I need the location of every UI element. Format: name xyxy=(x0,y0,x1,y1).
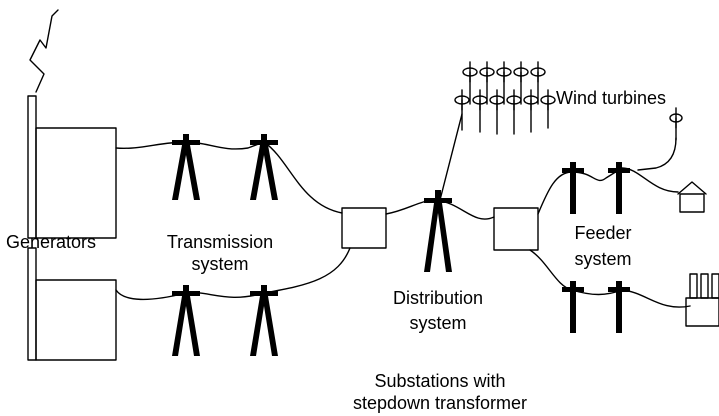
label-wind-turbines: Wind turbines xyxy=(556,88,667,108)
wind-farm xyxy=(454,61,556,135)
label-feeder-line2: system xyxy=(574,249,632,269)
smoke-plume xyxy=(29,9,59,93)
feeder-line-upper xyxy=(537,167,679,215)
pole-feeder-4 xyxy=(608,281,630,333)
substation-right xyxy=(493,207,539,251)
pylon-transmission-1 xyxy=(172,134,200,200)
label-substations-line1: Substations with xyxy=(374,371,506,391)
wind-turbine-single xyxy=(669,107,683,141)
pylon-transmission-4 xyxy=(250,285,278,356)
generator-plant-upper xyxy=(27,95,117,239)
label-transmission-line1: Transmission xyxy=(166,232,274,252)
label-generators: Generators xyxy=(6,232,97,252)
feeder-line-lower xyxy=(529,249,691,308)
pole-feeder-1 xyxy=(562,162,584,214)
label-transmission-system: Transmission system xyxy=(150,231,290,275)
label-distribution-line1: Distribution xyxy=(392,288,484,308)
pylon-distribution xyxy=(424,190,452,272)
wind-turbine-feed-line xyxy=(637,137,677,171)
transmission-line-upper xyxy=(115,141,343,214)
label-substations: Substations with stepdown transformer xyxy=(320,370,560,414)
pole-feeder-2 xyxy=(608,162,630,214)
label-feeder-system: Feeder system xyxy=(558,222,648,270)
label-feeder-line1: Feeder xyxy=(574,223,632,243)
transmission-line-lower xyxy=(115,247,351,301)
label-substations-line2: stepdown transformer xyxy=(352,393,528,413)
pylon-transmission-2 xyxy=(250,134,278,200)
generator-plant-lower xyxy=(27,247,117,361)
wind-farm-feed-line xyxy=(439,113,463,201)
factory xyxy=(685,273,719,327)
house xyxy=(677,181,707,213)
substation-left xyxy=(341,207,387,249)
label-transmission-line2: system xyxy=(191,254,249,274)
label-distribution-line2: system xyxy=(409,313,467,333)
pylon-transmission-3 xyxy=(172,285,200,356)
label-distribution-system: Distribution system xyxy=(368,287,508,334)
pole-feeder-3 xyxy=(562,281,584,333)
